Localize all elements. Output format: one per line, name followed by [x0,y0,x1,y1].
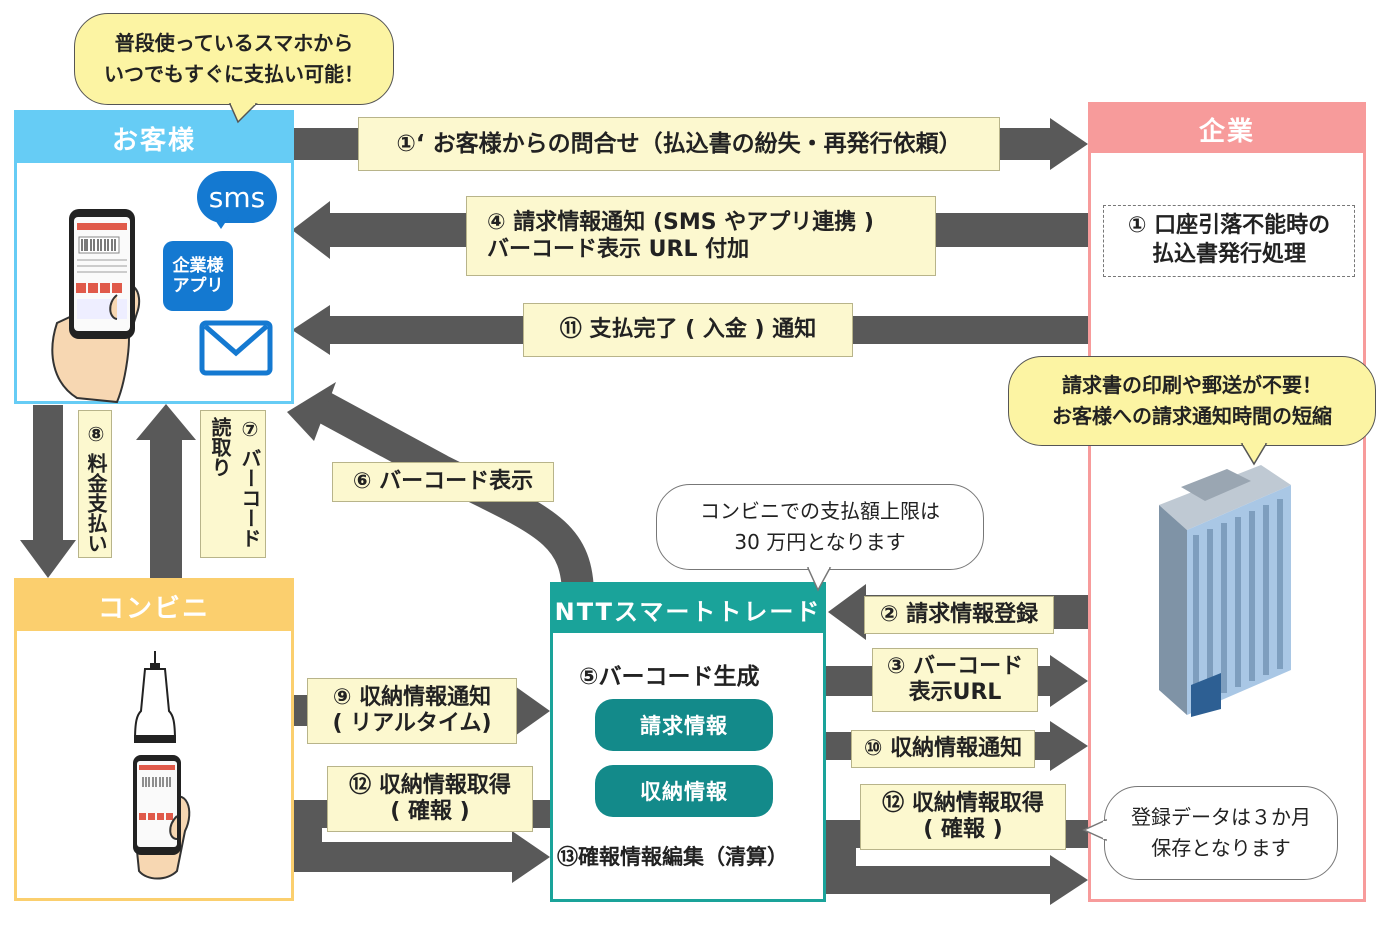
building-icon [1159,465,1291,717]
company-app-label: 企業様 アプリ [172,255,224,296]
sms-icon-label: sms [208,180,266,214]
smartphone-icon [51,209,141,404]
arrow-payment [20,405,76,578]
company-bubble: 請求書の印刷や郵送が不要！ お客様への請求通知時間の短縮 [1008,356,1376,446]
flow-label-barcode-display: ⑥ バーコード表示 [332,462,554,502]
flow-label-payment-complete: ⑪ 支払完了 ( 入金 ) 通知 [523,303,853,357]
barcode-scanner-icon [133,651,177,743]
customer-bubble: 普段使っているスマホから いつでもすぐに支払い可能！ [74,13,394,105]
convenience-box: コンビニ [14,578,294,901]
flow-label-inquiry: ①‘ お客様からの問合せ（払込書の紛失・再発行依頼） [358,117,1000,171]
company-title: 企業 [1091,105,1363,153]
payment-info-pill: 収納情報 [595,765,773,817]
settlement-edit-label: ⑬確報情報編集（清算） [557,845,788,869]
convenience-title: コンビニ [17,581,291,631]
sms-icon-tail [213,217,229,229]
ntt-title: NTTスマートトレード [553,585,823,633]
flow-label-confirm-company: ⑫ 収納情報取得 ( 確報 ) [860,784,1066,850]
sms-icon: sms [197,171,277,223]
flow-label-payment-notice: ⑩ 収納情報通知 [851,730,1035,768]
ntt-box: NTTスマートトレード ⑤バーコード生成 請求情報 収納情報 ⑬確報情報編集（清… [550,582,826,902]
barcode-generation-label: ⑤バーコード生成 [579,664,760,690]
flow-label-register: ② 請求情報登録 [864,596,1054,634]
retention-bubble: 登録データは３か月 保存となります [1104,786,1338,880]
flow-label-payment: ⑧ 料金支払い [78,410,112,558]
company-box: 企業 ① 口座引落不能時の 払込書発行処理 [1088,102,1366,902]
flow-label-url: ③ バーコード 表示URL [872,648,1038,712]
mail-icon [199,320,273,376]
flow-label-billing-notice: ④ 請求情報通知 (SMS やアプリ連携 ) バーコード表示 URL 付加 [466,196,936,276]
limit-bubble: コンビニでの支払額上限は 30 万円となります [656,484,984,570]
flow-label-barcode-scan: ⑦ バーコード読取り [200,410,266,558]
flow-label-realtime: ⑨ 収納情報通知 ( リアルタイム) [307,678,517,744]
company-process: ① 口座引落不能時の 払込書発行処理 [1103,205,1355,277]
flow-label-confirm-conv: ⑫ 収納情報取得 ( 確報 ) [327,766,533,832]
arrow-barcode-scan [136,404,196,578]
company-app-icon: 企業様 アプリ [163,241,233,311]
smartphone-icon-convenience [133,755,191,880]
billing-info-pill: 請求情報 [595,699,773,751]
customer-box: お客様 sms 企業様 アプリ [14,110,294,404]
